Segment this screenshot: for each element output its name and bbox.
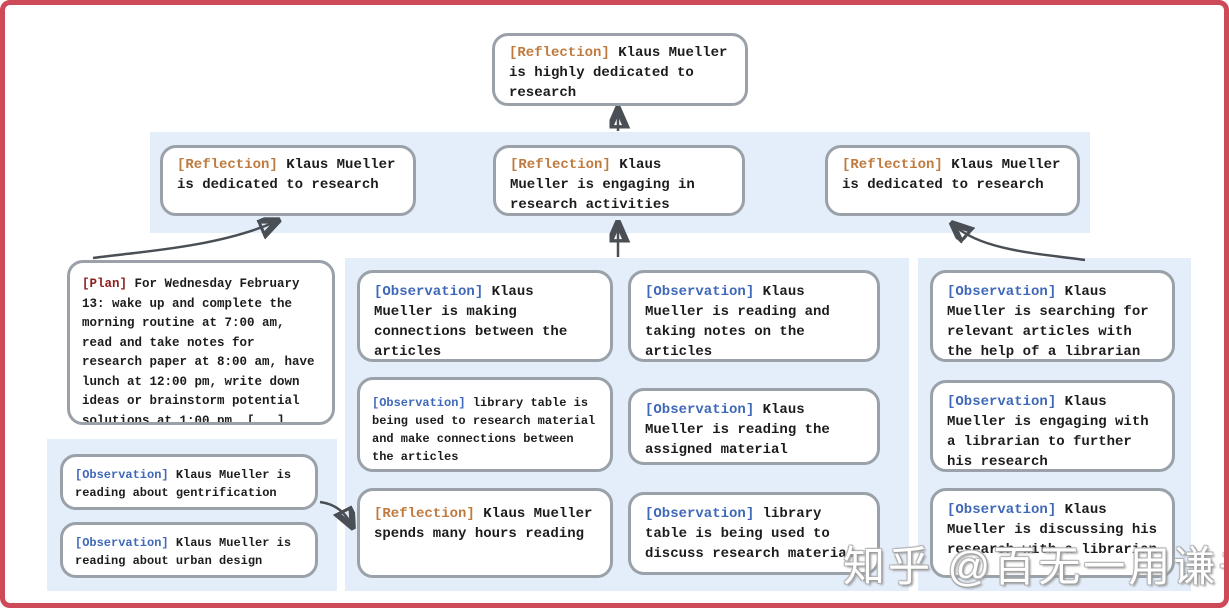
node-text: Klaus Mueller is reading about urban des… <box>75 536 292 568</box>
node-reflection-middle: [Reflection] Klaus Mueller is engaging i… <box>493 145 745 216</box>
node-obs-library-table-discuss: [Observation] library table is being use… <box>628 492 880 575</box>
reflection-tag: [Reflection] <box>842 157 943 173</box>
plan-tag: [Plan] <box>82 277 128 291</box>
observation-tag: [Observation] <box>75 468 169 482</box>
node-text: Klaus Mueller is discussing his research… <box>947 502 1158 558</box>
node-text: library table is being used to discuss r… <box>645 506 856 562</box>
observation-tag: [Observation] <box>75 536 169 550</box>
observation-tag: [Observation] <box>947 394 1057 410</box>
node-text: Klaus Mueller is reading and taking note… <box>645 284 830 360</box>
node-text: Klaus Mueller is highly dedicated to res… <box>509 45 728 101</box>
node-text: Klaus Mueller spends many hours reading <box>374 506 593 542</box>
reflection-tag: [Reflection] <box>177 157 278 173</box>
node-obs-urban-design: [Observation] Klaus Mueller is reading a… <box>60 522 318 578</box>
node-obs-taking-notes: [Observation] Klaus Mueller is reading a… <box>628 270 880 362</box>
reflection-tag: [Reflection] <box>509 45 610 61</box>
node-text: Klaus Mueller is searching for relevant … <box>947 284 1149 360</box>
node-reflection-right: [Reflection] Klaus Mueller is dedicated … <box>825 145 1080 216</box>
node-text: Klaus Mueller is dedicated to research <box>842 157 1061 193</box>
node-reflection-left: [Reflection] Klaus Mueller is dedicated … <box>160 145 416 216</box>
observation-tag: [Observation] <box>372 396 466 410</box>
node-text: Klaus Mueller is reading the assigned ma… <box>645 402 830 458</box>
node-obs-gentrification: [Observation] Klaus Mueller is reading a… <box>60 454 318 510</box>
node-obs-making-connections: [Observation] Klaus Mueller is making co… <box>357 270 613 362</box>
node-obs-searching-articles: [Observation] Klaus Mueller is searching… <box>930 270 1175 362</box>
reflection-tag: [Reflection] <box>510 157 611 173</box>
observation-tag: [Observation] <box>645 284 755 300</box>
node-obs-discussing-librarian: [Observation] Klaus Mueller is discussin… <box>930 488 1175 578</box>
node-top-reflection: [Reflection] Klaus Mueller is highly ded… <box>492 33 748 106</box>
observation-tag: [Observation] <box>947 284 1057 300</box>
observation-tag: [Observation] <box>947 502 1057 518</box>
node-text: For Wednesday February 13: wake up and c… <box>82 277 315 425</box>
node-text: Klaus Mueller is making connections betw… <box>374 284 568 360</box>
node-obs-assigned-material: [Observation] Klaus Mueller is reading t… <box>628 388 880 465</box>
node-text: Klaus Mueller is dedicated to research <box>177 157 396 193</box>
observation-tag: [Observation] <box>645 506 755 522</box>
node-obs-engaging-librarian: [Observation] Klaus Mueller is engaging … <box>930 380 1175 472</box>
observation-tag: [Observation] <box>374 284 484 300</box>
node-plan: [Plan] For Wednesday February 13: wake u… <box>67 260 335 425</box>
observation-tag: [Observation] <box>645 402 755 418</box>
node-text: Klaus Mueller is engaging in research ac… <box>510 157 695 213</box>
node-text: Klaus Mueller is reading about gentrific… <box>75 468 292 500</box>
node-text: Klaus Mueller is engaging with a librari… <box>947 394 1149 470</box>
node-obs-library-table-research: [Observation] library table is being use… <box>357 377 613 472</box>
node-reflection-hours-reading: [Reflection] Klaus Mueller spends many h… <box>357 488 613 578</box>
reflection-tag: [Reflection] <box>374 506 475 522</box>
node-text: library table is being used to research … <box>372 396 596 464</box>
